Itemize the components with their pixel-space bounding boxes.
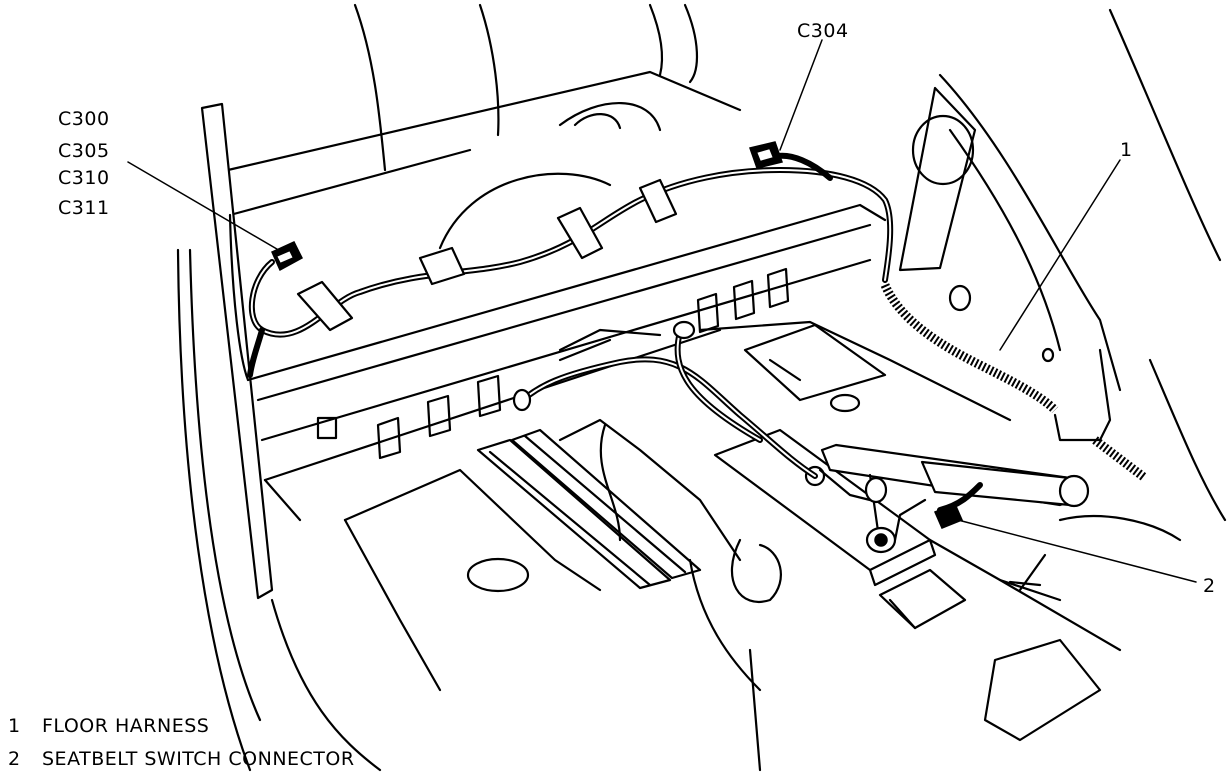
leader-item1 (999, 159, 1121, 351)
connector-c300-group (271, 241, 303, 272)
callout-c311: C311 (58, 197, 110, 219)
callout-item1: 1 (1120, 139, 1133, 161)
seat-riser-panel (228, 172, 887, 482)
callout-c300: C300 (58, 108, 110, 130)
callout-c310: C310 (58, 167, 110, 189)
callout-c304: C304 (797, 20, 849, 42)
seatbelt-switch-wiring (512, 320, 1182, 592)
legend-item-2: 2 SEATBELT SWITCH CONNECTOR (8, 750, 355, 769)
leader-c304 (779, 39, 823, 151)
leader-item2 (957, 519, 1197, 583)
leader-lines (127, 39, 1197, 583)
legend-number: 1 (8, 715, 21, 737)
right-body-panel (898, 8, 1227, 522)
rear-seat-back (226, 3, 742, 217)
legend-text: SEATBELT SWITCH CONNECTOR (42, 748, 355, 770)
seatbelt-switch-connector (934, 503, 963, 529)
floor-harness-wiring (247, 152, 894, 378)
callout-c305: C305 (58, 140, 110, 162)
floor-harness-conduit (880, 283, 1059, 414)
legend-text: FLOOR HARNESS (42, 715, 210, 737)
legend-item-1: 1 FLOOR HARNESS (8, 717, 209, 736)
floor-harness-end-conduit (1092, 436, 1148, 482)
callout-item2: 2 (1203, 575, 1216, 597)
leader-c300 (127, 161, 283, 253)
floor-pan (263, 320, 1122, 772)
connector-c304 (749, 141, 783, 169)
legend-number: 2 (8, 748, 21, 770)
parking-brake-lever (804, 443, 1090, 554)
b-pillar (176, 102, 382, 772)
